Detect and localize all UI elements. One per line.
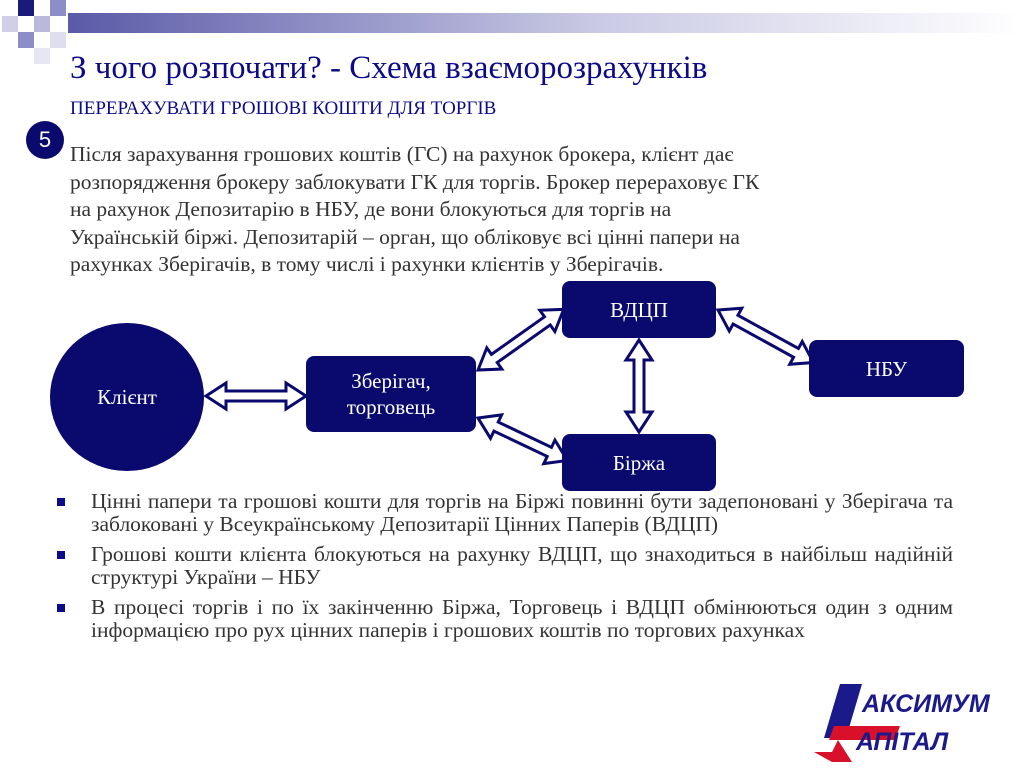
vdcp-node: ВДЦП: [562, 281, 716, 338]
logo-line1: АКСИМУМ: [861, 690, 991, 718]
logo-line2: АПІТАЛ: [855, 728, 949, 756]
intro-paragraph: Після зарахування грошових коштів (ГС) н…: [70, 141, 930, 279]
client-node: Клієнт: [50, 323, 204, 471]
slide-title: З чого розпочати? - Схема взаєморозрахун…: [70, 50, 708, 86]
nbu-node: НБУ: [809, 340, 964, 397]
square-bullet-icon: [57, 498, 65, 506]
bullet-item: В процесі торгів і по їх закінченню Бірж…: [55, 596, 953, 642]
square-bullet-icon: [57, 551, 65, 559]
bullet-text: Грошові кошти клієнта блокуються на раху…: [91, 542, 953, 589]
intro-line: Після зарахування грошових коштів (ГС) н…: [70, 142, 734, 166]
custodian-node: Зберігач, торговець: [306, 356, 476, 432]
bullet-item: Цінні папери та грошові кошти для торгів…: [55, 490, 953, 536]
intro-line: Українській біржі. Депозитарій – орган, …: [70, 224, 740, 249]
custodian-label-line2: торговець: [346, 395, 436, 419]
slide-subtitle: ПЕРЕРАХУВАТИ ГРОШОВІ КОШТИ ДЛЯ ТОРГІВ: [70, 98, 497, 119]
bullet-item: Грошові кошти клієнта блокуються на раху…: [55, 543, 953, 589]
arrow-custodian-vdcp: [475, 307, 566, 372]
bullet-text: Цінні папери та грошові кошти для торгів…: [91, 489, 953, 536]
step-number-badge: 5: [26, 121, 64, 159]
bullet-list: Цінні папери та грошові кошти для торгів…: [55, 490, 953, 649]
square-bullet-icon: [57, 604, 65, 612]
header-decoration: [2, 0, 1024, 64]
arrow-vdcp-nbu: [715, 306, 816, 366]
custodian-label-line1: Зберігач,: [351, 369, 431, 393]
arrow-client-custodian: [203, 380, 309, 412]
arrow-vdcp-exchange: [623, 337, 655, 435]
bullet-text: В процесі торгів і по їх закінченню Бірж…: [91, 595, 953, 642]
arrow-custodian-exchange: [475, 412, 570, 466]
intro-line: рахунках Зберігачів, в тому числі і раху…: [70, 252, 664, 276]
maksymum-kapital-logo: АКСИМУМ АПІТАЛ: [814, 684, 991, 762]
intro-line: на рахунок Депозитарію в НБУ, де вони бл…: [70, 197, 672, 221]
intro-line: розпорядження брокеру заблокувати ГК для…: [70, 169, 760, 194]
exchange-node: Біржа: [562, 434, 716, 491]
